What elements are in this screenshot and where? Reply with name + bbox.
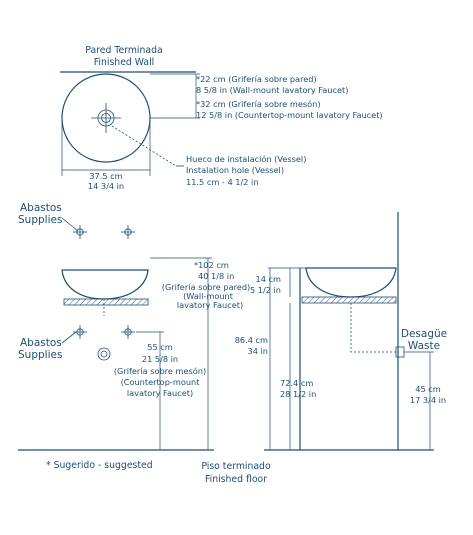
wall-mount-height-cm: *102 cm: [194, 260, 229, 270]
supply-valve-right-low: [121, 325, 135, 339]
rim-height-cm: 86.4 cm: [235, 335, 268, 345]
supply-valve-left-low: [73, 325, 87, 339]
waste-height-cm: 45 cm: [415, 384, 441, 394]
wall-mount-height-in: 40 1/8 in: [198, 271, 234, 281]
waste-outlet: [395, 346, 405, 358]
bowl-height-cm: 14 cm: [256, 274, 282, 284]
wall-dim-2-es: *32 cm (Grifería sobre mesón): [196, 99, 321, 109]
countertop-height-note-en-2: lavatory Faucet): [127, 388, 193, 398]
countertop-side-height-in: 28 1/2 in: [280, 389, 316, 399]
front-view: Abastos Supplies *102 cm 40 1/8 in (Grif…: [18, 202, 251, 451]
footer: * Sugerido - suggested Piso terminado Fi…: [46, 460, 271, 485]
drain-outlet-front: [97, 347, 111, 361]
waste-label-es: Desagüe: [401, 328, 447, 340]
side-drain-path: [350, 303, 396, 353]
installation-hole-label-es: Hueco de instalación (Vessel): [186, 154, 306, 164]
supplies-low-label-en: Supplies: [18, 349, 62, 361]
supplies-top-label-es: Abastos: [20, 202, 62, 214]
installation-hole-leader: [111, 125, 177, 167]
supplies-low-label-es: Abastos: [20, 337, 62, 349]
waste-label-en: Waste: [408, 340, 440, 352]
diameter-in: 14 3/4 in: [88, 181, 124, 191]
wall-mount-height-note-en-2: lavatory Faucet): [177, 300, 243, 310]
wall-dim-2-en: 12 5/8 in (Countertop-mount lavatory Fau…: [196, 110, 383, 120]
supply-valve-right-high: [121, 225, 135, 239]
wall-dim-1-es: *22 cm (Grifería sobre pared): [196, 74, 317, 84]
top-view: Pared Terminada Finished Wall *22 cm (Gr…: [60, 45, 383, 191]
installation-hole-size: 11.5 cm - 4 1/2 in: [186, 177, 259, 187]
installation-hole-label-en: Instalation hole (Vessel): [186, 165, 284, 175]
sink-front-bowl: [61, 269, 149, 300]
wall-dim-1-en: 8 5/8 in (Wall-mount lavatory Faucet): [196, 85, 348, 95]
waste-height-in: 17 3/4 in: [410, 395, 446, 405]
countertop-side: [301, 296, 397, 304]
rim-height-in: 34 in: [248, 346, 269, 356]
side-view: 14 cm 5 1/2 in 86.4 cm 34 in 72.4 cm 28 …: [235, 212, 447, 451]
supplies-top-label-en: Supplies: [18, 214, 62, 226]
countertop-height-note-en-1: (Countertop-mount: [121, 377, 201, 387]
wall-mount-height-note-en-1: (Wall-mount: [183, 291, 234, 301]
countertop-height-in: 21 5/8 in: [142, 354, 178, 364]
countertop-side-height-cm: 72.4 cm: [280, 378, 313, 388]
finished-wall-label-es: Pared Terminada: [85, 45, 162, 56]
diameter-cm: 37.5 cm: [89, 171, 122, 181]
finished-wall-label-en: Finished Wall: [94, 57, 155, 68]
countertop-height-cm: 55 cm: [147, 342, 173, 352]
wall-mount-height-note-es: (Grifería sobre pared): [162, 282, 251, 292]
suggested-note: * Sugerido - suggested: [46, 460, 153, 471]
finished-floor-label-en: Finished floor: [205, 474, 267, 485]
countertop-front: [63, 298, 149, 306]
bowl-height-in: 5 1/2 in: [250, 285, 281, 295]
supply-valve-left-high: [73, 225, 87, 239]
countertop-height-note-es: (Grifería sobre mesón): [114, 366, 206, 376]
finished-floor-label-es: Piso terminado: [201, 461, 271, 472]
sink-side-bowl: [305, 267, 397, 298]
